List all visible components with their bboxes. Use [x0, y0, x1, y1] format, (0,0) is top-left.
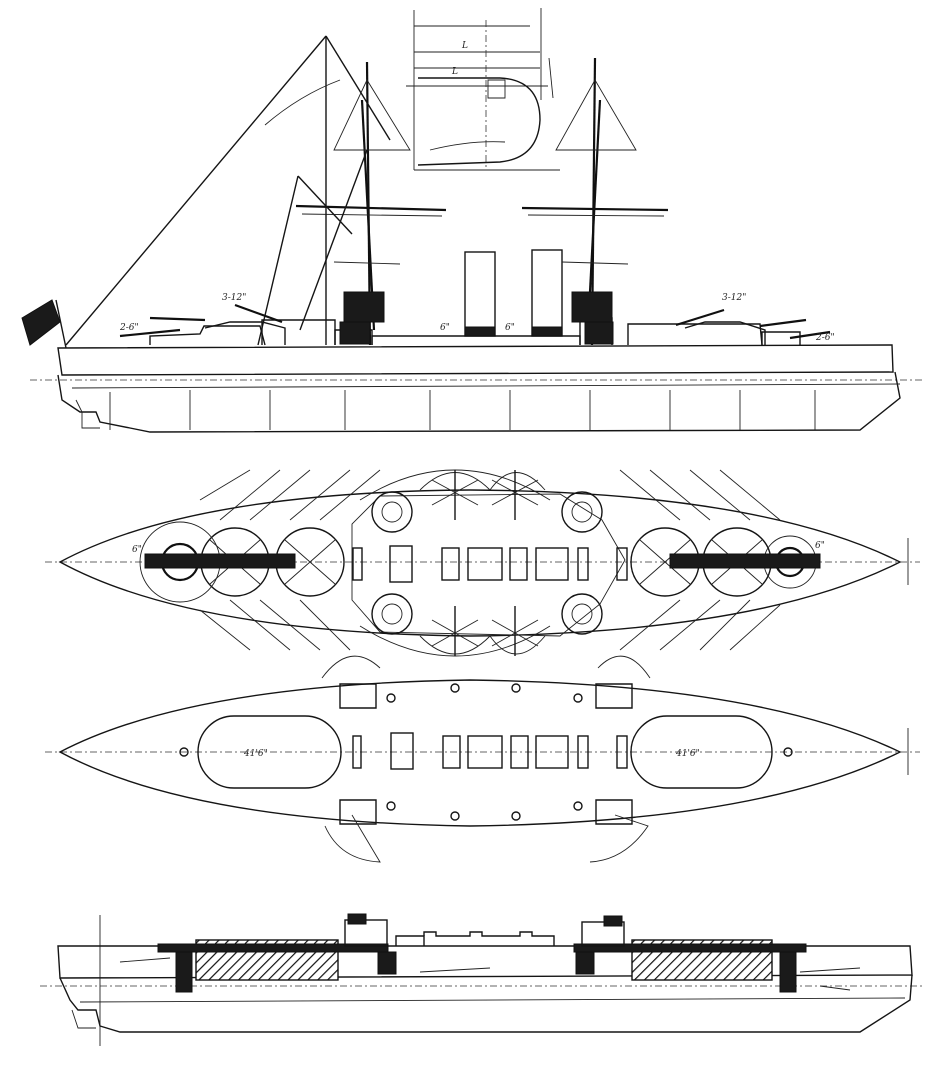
svg-text:L: L — [451, 67, 458, 77]
label-plan-fwd: 6" — [132, 545, 142, 555]
side-elevation-view: 3-12" 3-12" 2-6" 2-6" 6" 6" — [21, 35, 925, 433]
main-deck-plan-view: 41'6" 41'6" — [45, 655, 920, 863]
label-plan-aft: 6" — [815, 541, 825, 551]
midship-section-view: L L — [406, 8, 560, 171]
upper-deck-plan-view: 6" 6" — [45, 469, 920, 657]
label-deck-fwd-well: 41'6" — [243, 749, 268, 759]
inboard-profile-view — [40, 913, 925, 1046]
label-side-bow: 2-6" — [119, 323, 139, 333]
label-side-mid-b: 6" — [505, 323, 515, 333]
label-side-gun-aft: 3-12" — [722, 293, 746, 303]
label-side-stern: 2-6" — [815, 333, 835, 343]
label-side-mid-a: 6" — [440, 323, 450, 333]
label-side-gun-fwd: 3-12" — [222, 293, 246, 303]
label-deck-aft-well: 41'6" — [675, 749, 700, 759]
svg-text:L: L — [461, 41, 468, 51]
